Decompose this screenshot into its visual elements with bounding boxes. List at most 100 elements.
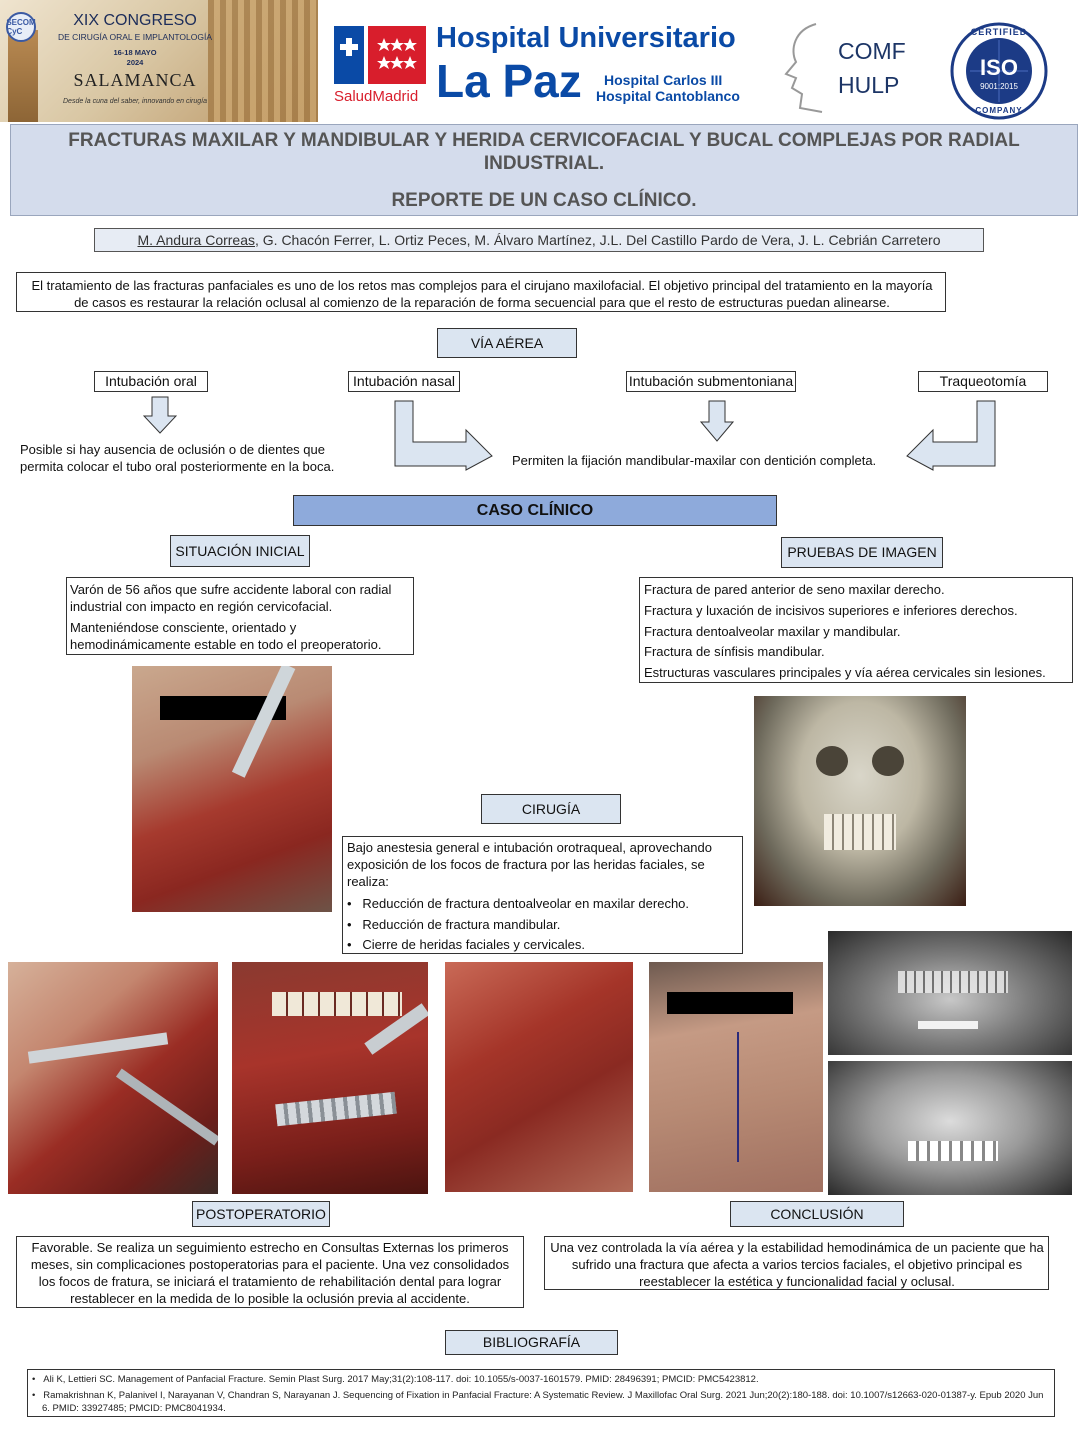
congreso-title: XIX CONGRESO [73, 12, 197, 29]
pruebas-imagen-label: PRUEBAS DE IMAGEN [781, 537, 943, 568]
arrow-down-oral-icon [143, 396, 177, 434]
iso-top-text: CERTIFIED [970, 27, 1028, 37]
cirugia-item-2: • Reducción de fractura mandibular. [347, 917, 561, 932]
poster-title: FRACTURAS MAXILAR Y MANDIBULAR Y HERIDA … [68, 130, 1020, 174]
cirugia-intro: Bajo anestesia general e intubación orot… [347, 840, 712, 889]
poster-title-box: FRACTURAS MAXILAR Y MANDIBULAR Y HERIDA … [10, 124, 1078, 216]
postoperatorio-label: POSTOPERATORIO [192, 1201, 330, 1227]
comf-logo: COMF HULP [776, 20, 916, 115]
surgery-photo-2 [232, 962, 428, 1194]
postop-photo [649, 962, 823, 1192]
xray-plate [918, 1021, 978, 1029]
bibliografia-label: BIBLIOGRAFÍA [445, 1330, 618, 1355]
iso-certified-logo: CERTIFIED ISO 9001:2015 COMPANY [950, 22, 1048, 120]
cirugia-label: CIRUGÍA [481, 794, 621, 824]
madrid-flag-icon [334, 26, 426, 84]
conclusion-label: CONCLUSIÓN [730, 1201, 904, 1227]
iso-text: ISO [980, 55, 1018, 80]
orbit-left [816, 746, 848, 776]
ct-postop-photo [828, 1061, 1072, 1195]
cirugia-item-3-text: Cierre de heridas faciales y cervicales. [362, 937, 585, 952]
intro-box: El tratamiento de las fracturas panfacia… [16, 272, 946, 312]
hospital-name: Hospital Universitario [436, 22, 736, 54]
intubacion-nasal-label: Intubación nasal [348, 371, 460, 392]
postoperatorio-text: Favorable. Se realiza un seguimiento est… [30, 1240, 510, 1306]
panoramic-xray-photo [828, 931, 1072, 1055]
upper-teeth [272, 992, 402, 1016]
intubacion-submentoniana-label: Intubación submentoniana [626, 371, 796, 392]
teeth [824, 814, 896, 850]
hospital-sub1: Hospital Carlos III [604, 72, 723, 88]
situacion-p2: Manteniéndose consciente, orientado y he… [70, 620, 382, 652]
cirugia-box: Bajo anestesia general e intubación orot… [342, 836, 743, 954]
pruebas-box: Fractura de pared anterior de seno maxil… [639, 577, 1073, 683]
hulp-text: HULP [838, 72, 900, 98]
xray-teeth [898, 971, 1008, 993]
reference-1: • Ali K, Lettieri SC. Management of Panf… [32, 1374, 759, 1385]
titanium-plate [275, 1091, 397, 1127]
situacion-inicial-label: SITUACIÓN INICIAL [170, 535, 310, 567]
congreso-subtitle: DE CIRUGÍA ORAL E IMPLANTOLOGÍA [58, 32, 212, 42]
coauthors: , G. Chacón Ferrer, L. Ortiz Peces, M. Á… [255, 232, 941, 248]
surgery-photo-1 [8, 962, 218, 1194]
seal-text: SECOM CyC [6, 18, 36, 36]
reference-2: • Ramakrishnan K, Palanivel I, Narayanan… [32, 1390, 1044, 1414]
iso-number: 9001:2015 [980, 82, 1018, 91]
retractor [27, 1032, 169, 1064]
oral-note: Posible si hay ausencia de oclusión o de… [20, 442, 335, 474]
cathedral-tower-illustration [8, 30, 38, 122]
pruebas-item-1: Fractura de pared anterior de seno maxil… [644, 582, 945, 597]
preop-photo [132, 666, 332, 912]
congreso-banner: SECOM CyC XIX CONGRESO DE CIRUGÍA ORAL E… [0, 0, 318, 122]
iso-seal-icon [950, 22, 1048, 120]
arrow-down-submentoniana-icon [700, 400, 734, 442]
intubacion-oral-label: Intubación oral [94, 371, 208, 392]
tube [231, 666, 296, 778]
situacion-box: Varón de 56 años que sufre accidente lab… [66, 577, 414, 655]
congreso-city: SALAMANCA [73, 70, 197, 90]
conclusion-box: Una vez controlada la vía aérea y la est… [544, 1236, 1049, 1290]
cirugia-item-3: • Cierre de heridas faciales y cervicale… [347, 937, 585, 952]
iso-bottom-text: COMPANY [975, 106, 1023, 115]
intro-text: El tratamiento de las fracturas panfacia… [31, 278, 933, 310]
conclusion-text: Una vez controlada la vía aérea y la est… [550, 1240, 1044, 1289]
ct-teeth [908, 1141, 998, 1161]
bent-arrow-nasal-icon [394, 400, 493, 471]
bent-arrow-traqueotomia-icon [906, 400, 996, 471]
first-author: M. Andura Correas [137, 232, 256, 248]
hospital-logo: Hospital Universitario La Paz Hospital C… [436, 22, 740, 112]
authors-line: M. Andura Correas, G. Chacón Ferrer, L. … [94, 228, 984, 252]
salud-madrid-text: SaludMadrid [334, 88, 419, 105]
traqueotomia-label: Traqueotomía [918, 371, 1048, 392]
eye-mask-2 [667, 992, 793, 1014]
salud-madrid-logo: SaludMadrid [334, 24, 426, 106]
poster-subtitle: REPORTE DE UN CASO CLÍNICO. [391, 190, 697, 211]
face-profile-icon [784, 23, 823, 113]
secom-seal-icon: SECOM CyC [6, 12, 36, 42]
pruebas-item-3: Fractura dentoalveolar maxilar y mandibu… [644, 624, 901, 639]
suture-line [737, 1032, 739, 1162]
surgery-photo-3 [445, 962, 633, 1192]
caso-clinico-banner: CASO CLÍNICO [293, 495, 777, 526]
cathedral-facade-illustration [208, 0, 318, 122]
reference-2-text: Ramakrishnan K, Palanivel I, Narayanan V… [42, 1390, 1044, 1414]
cirugia-item-1: • Reducción de fractura dentoalveolar en… [347, 896, 690, 911]
hospital-sub2: Hospital Cantoblanco [596, 88, 740, 104]
bibliografia-box: • Ali K, Lettieri SC. Management of Panf… [27, 1369, 1055, 1417]
pruebas-item-2: Fractura y luxación de incisivos superio… [644, 603, 1018, 618]
postoperatorio-box: Favorable. Se realiza un seguimiento est… [16, 1236, 524, 1308]
reference-1-text: Ali K, Lettieri SC. Management of Panfac… [43, 1374, 759, 1385]
congreso-motto: Desde la cuna del saber, innovando en ci… [63, 98, 207, 105]
via-aerea-label: VÍA AÉREA [437, 328, 577, 358]
hospital-la-paz: La Paz [436, 55, 582, 107]
fixation-note: Permiten la fijación mandibular-maxilar … [512, 453, 877, 468]
comf-text: COMF [838, 38, 906, 64]
cirugia-item-2-text: Reducción de fractura mandibular. [362, 917, 561, 932]
congreso-dates: 16-18 MAYO [113, 48, 157, 57]
ct-3d-photo [754, 696, 966, 906]
pruebas-item-5: Estructuras vasculares principales y vía… [644, 665, 1046, 680]
pruebas-item-4: Fractura de sínfisis mandibular. [644, 644, 825, 659]
instrument [115, 1068, 218, 1146]
orbit-right [872, 746, 904, 776]
congreso-year: 2024 [126, 58, 144, 67]
